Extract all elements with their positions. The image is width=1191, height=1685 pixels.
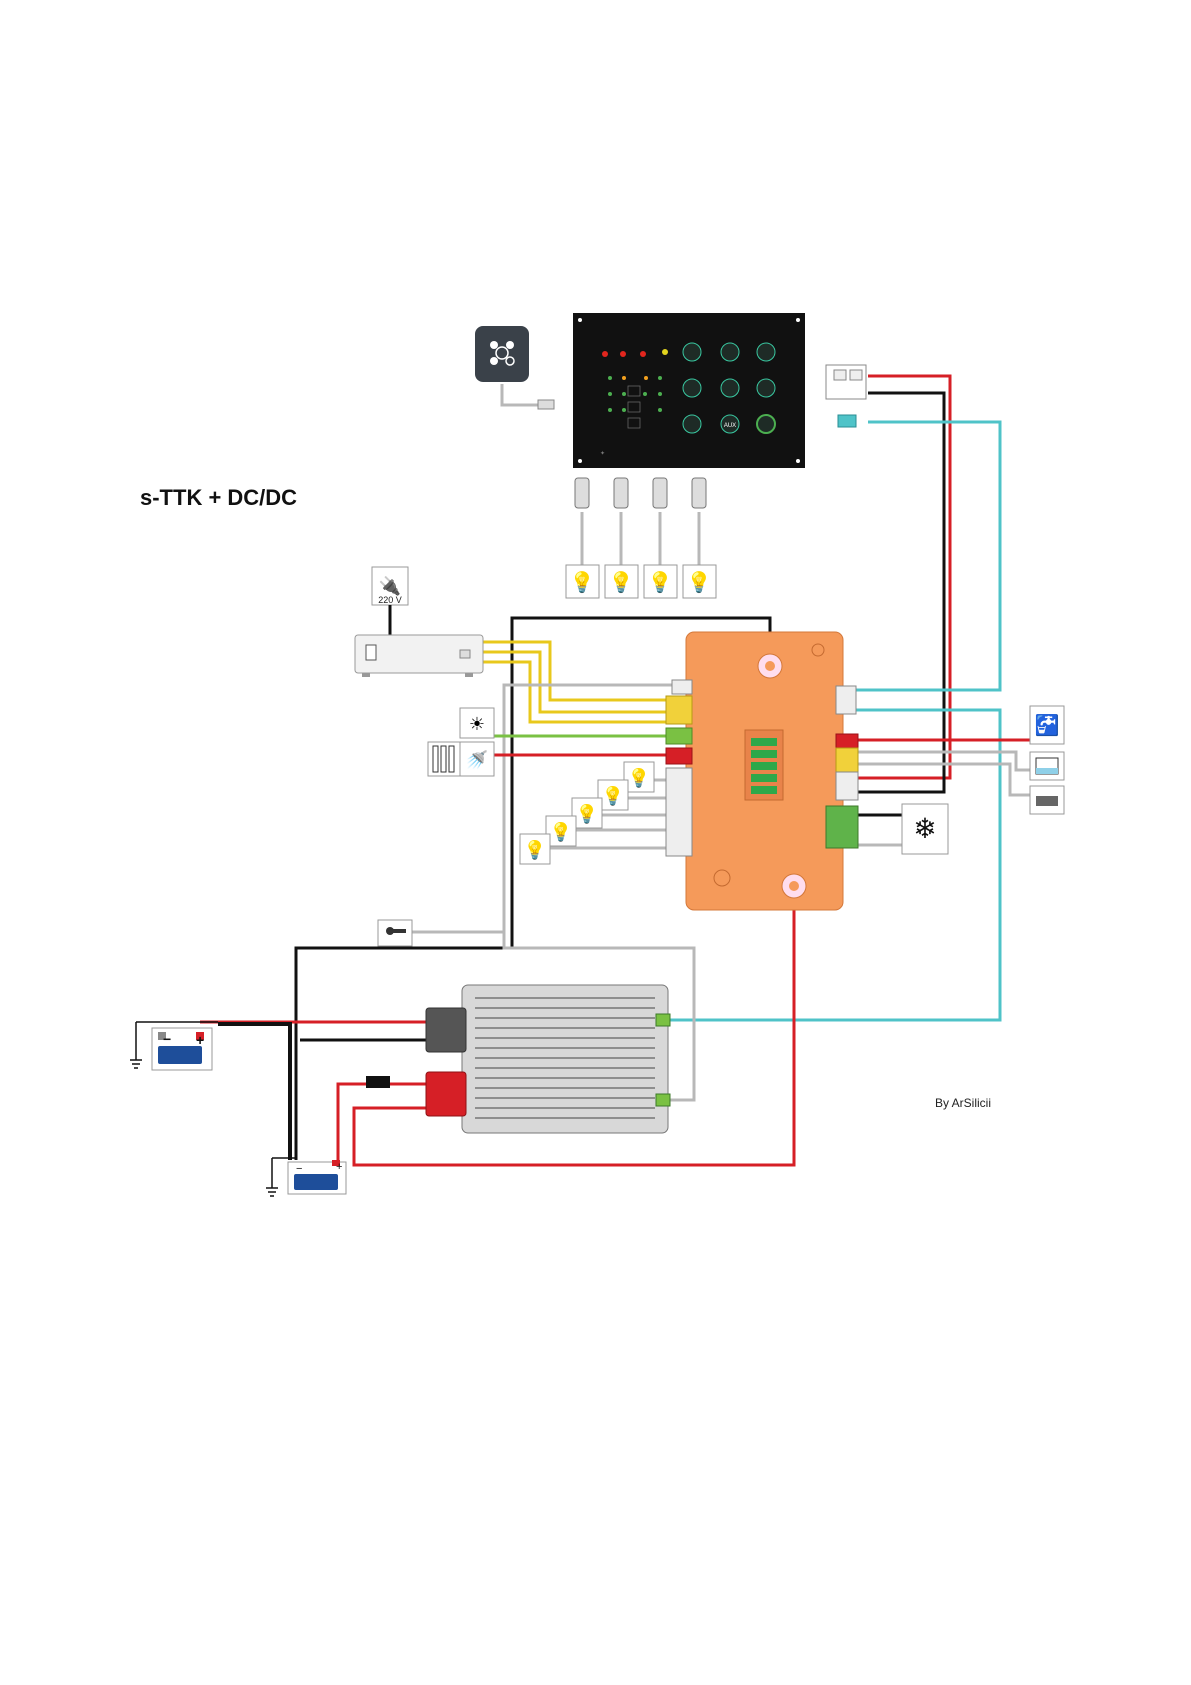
shower-icon: 🚿 [460,742,494,776]
svg-text:☀: ☀ [469,714,485,734]
svg-text:💡: 💡 [570,570,595,594]
svg-text:💡: 💡 [628,767,650,788]
wire-grey-remote [502,384,538,405]
svg-text:❄: ❄ [913,813,936,844]
wire-black-panel-ground [826,393,944,792]
wire-black-vehicle [218,1024,290,1160]
svg-text:🔌: 🔌 [379,575,401,596]
svg-text:💡: 💡 [576,803,598,824]
dc-dc-converter-icon [366,985,670,1133]
waste-tank-icon [1030,786,1064,814]
svg-text:−: − [163,1031,171,1047]
solar-panel-icon: ☀ [460,708,494,738]
fridge-snowflake-icon: ❄ [902,804,948,854]
svg-text:💡: 💡 [609,570,634,594]
svg-text:🚰: 🚰 [1035,713,1060,737]
wire-cyan-panel-bus [852,422,1000,690]
svg-text:+: + [336,1161,342,1173]
light-bulb-icon: 💡 [520,834,550,864]
leisure-battery-icon: − + [288,1160,346,1194]
charger-icon [355,635,483,677]
svg-text:💡: 💡 [687,570,712,594]
mains-voltage-label: 220 V [378,595,402,605]
svg-text:✦: ✦ [600,450,605,457]
tap-icon: 🚰 [1030,706,1064,744]
light-bulb-icons: 💡 💡 💡 💡 [566,565,716,598]
svg-text:💡: 💡 [602,785,624,806]
svg-text:💡: 💡 [524,839,546,860]
mains-plug-icon: 🔌 220 V [372,567,408,638]
control-panel-icon: AUX ✦ [573,313,805,468]
panel-aux-label: AUX [724,423,736,429]
panel-power-connector [826,365,866,427]
relay-box [666,632,858,910]
svg-text:−: − [296,1163,302,1175]
wire-red-panel-power [826,376,950,778]
svg-text:💡: 💡 [648,570,673,594]
engine-signal-icon [378,920,412,946]
svg-text:🚿: 🚿 [466,749,488,770]
wire-red-dcdc-out [338,1084,428,1163]
svg-text:+: + [196,1032,204,1048]
remote-switch-icon [475,326,554,409]
light-connectors [575,478,706,508]
wire-grey-water-tank [852,752,1030,770]
water-tank-icon [1030,752,1064,780]
battery-cells-icon [428,742,460,776]
vehicle-battery-icon: − + [152,1028,212,1070]
svg-text:💡: 💡 [550,821,572,842]
